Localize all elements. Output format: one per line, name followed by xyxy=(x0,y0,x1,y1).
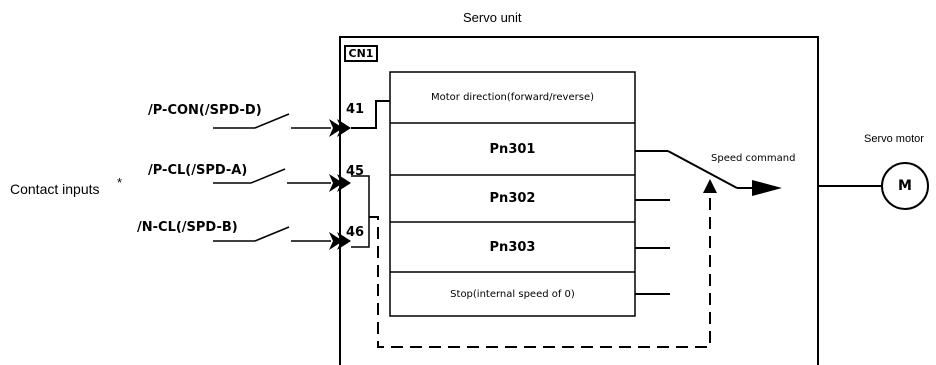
pin-46: 46 xyxy=(346,225,365,240)
servo-unit-frame xyxy=(339,36,819,365)
input-wire-45 xyxy=(213,168,331,184)
servo-motor-icon: M xyxy=(881,162,929,210)
pin-41-arrow xyxy=(329,119,351,137)
speed-command-arrow xyxy=(752,180,782,196)
dashed-control-path xyxy=(369,193,711,348)
block-stop: Stop(internal speed of 0) xyxy=(450,288,575,300)
input-signal-p-con: /P-CON(/SPD-D) xyxy=(148,103,262,118)
block-pn303: Pn303 xyxy=(489,239,536,255)
block-pn301: Pn301 xyxy=(489,141,536,157)
dashed-arrow-head xyxy=(703,179,717,193)
block-motor-direction: Motor direction(forward/reverse) xyxy=(431,92,594,103)
servo-unit-title: Servo unit xyxy=(463,10,522,25)
connector-label: CN1 xyxy=(344,45,378,62)
pin-41: 41 xyxy=(346,102,365,117)
speed-command-label: Speed command xyxy=(711,153,796,164)
servo-motor-label: Servo motor xyxy=(864,134,924,145)
motor-symbol: M xyxy=(898,178,912,194)
input-wire-41 xyxy=(213,113,331,129)
asterisk: * xyxy=(117,175,123,190)
block-column xyxy=(389,71,636,317)
contact-inputs-label: Contact inputs xyxy=(10,181,100,197)
pin-45-arrow xyxy=(329,174,351,192)
input-signal-p-cl: /P-CL(/SPD-A) xyxy=(148,163,248,178)
selector-switch xyxy=(667,150,738,189)
pin-46-arrow xyxy=(329,232,351,250)
block-pn302: Pn302 xyxy=(489,191,536,206)
input-wire-46 xyxy=(213,226,331,242)
input-signal-n-cl: /N-CL(/SPD-B) xyxy=(137,220,238,235)
pin-45: 45 xyxy=(346,164,365,179)
